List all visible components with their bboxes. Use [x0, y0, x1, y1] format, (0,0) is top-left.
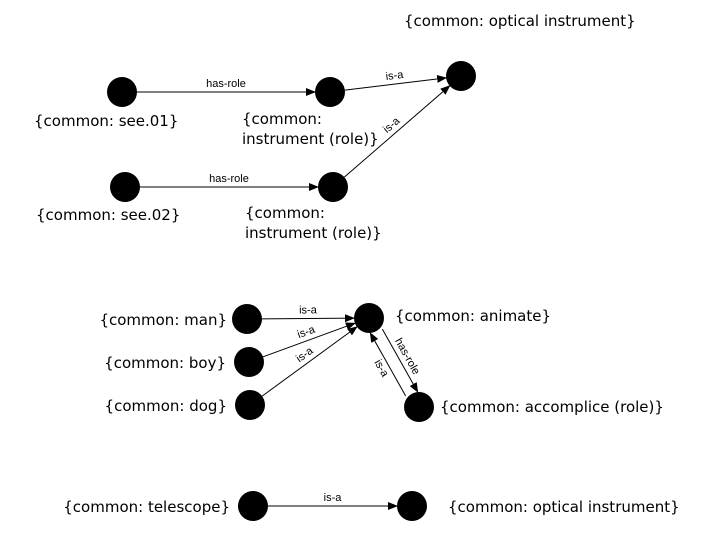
node-telescope	[238, 491, 268, 521]
edge-label: has-role	[206, 78, 246, 90]
edge-label: is-a	[299, 304, 318, 316]
node-label-inst1: {common:	[242, 110, 322, 128]
node-label-dog: {common: dog}	[105, 397, 227, 415]
edge-label: is-a	[324, 492, 343, 504]
node-accomplice	[404, 392, 434, 422]
node-label-inst1: instrument (role)}	[242, 130, 379, 148]
edge-label: is-a	[372, 358, 392, 380]
node-optical2	[397, 491, 427, 521]
node-label-optical1: {common: optical instrument}	[404, 12, 636, 30]
node-label-boy: {common: boy}	[104, 354, 226, 372]
node-label-inst2: {common:	[245, 204, 325, 222]
node-dog	[235, 390, 265, 420]
edge-label: is-a	[385, 69, 405, 83]
node-see01	[107, 77, 137, 107]
node-see02	[110, 172, 140, 202]
node-inst2	[318, 172, 348, 202]
node-label-inst2: instrument (role)}	[245, 224, 382, 242]
edge-animate-accomplice	[381, 328, 419, 393]
edge-label: has-role	[392, 336, 422, 377]
edge-dog-animate	[261, 326, 358, 397]
node-label-optical2: {common: optical instrument}	[448, 498, 680, 516]
edge-label: is-a	[381, 114, 403, 135]
node-inst1	[315, 77, 345, 107]
node-label-accomplice: {common: accomplice (role)}	[440, 398, 664, 416]
edge-label: is-a	[294, 344, 316, 365]
edge-inst1-optical1	[344, 74, 448, 91]
edge-inst2-optical1	[344, 85, 451, 178]
edge-boy-animate	[262, 322, 356, 358]
node-label-see02: {common: see.02}	[36, 206, 180, 224]
node-animate	[354, 303, 384, 333]
node-label-see01: {common: see.01}	[34, 112, 178, 130]
edge-label: has-role	[209, 173, 249, 185]
node-man	[232, 304, 262, 334]
node-boy	[234, 347, 264, 377]
node-optical1	[446, 61, 476, 91]
node-label-animate: {common: animate}	[395, 307, 551, 325]
edge-accomplice-animate	[369, 332, 407, 397]
node-label-man: {common: man}	[99, 311, 227, 329]
edge-man-animate	[261, 314, 356, 323]
node-label-telescope: {common: telescope}	[63, 498, 230, 516]
